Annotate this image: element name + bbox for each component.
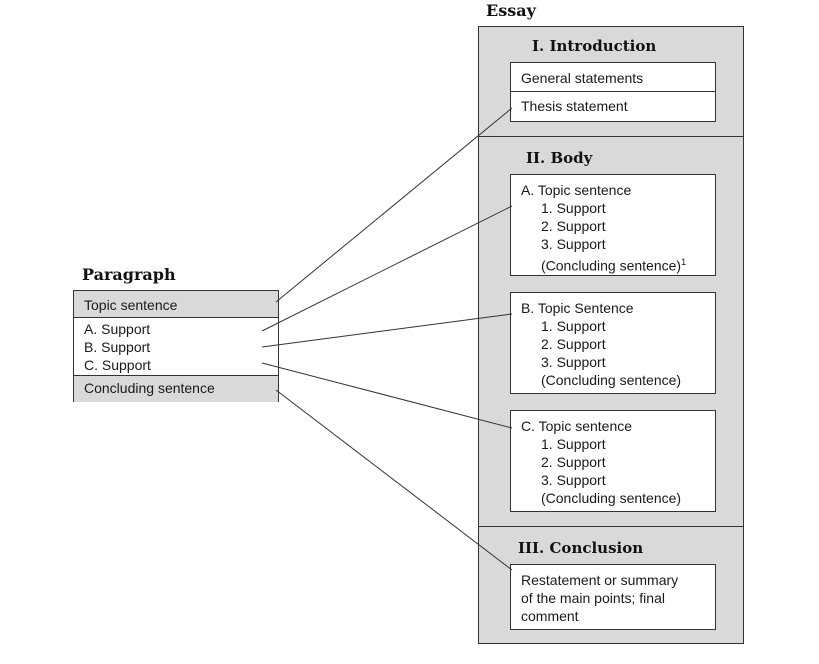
connector-topic-to-thesis [275,107,513,303]
paragraph-concluding-band [74,375,278,402]
body-a-support-3: 3. Support [541,236,606,252]
body-a-concluding: (Concluding sentence)1 [541,257,687,274]
connector-support-b-to-body-b [261,313,513,348]
conclusion-line-1: Restatement or summary [521,572,679,588]
body-b-concluding: (Concluding sentence) [541,372,682,388]
body-conclusion-divider [478,526,744,527]
paragraph-topic-band [74,291,278,318]
essay-title: Essay [486,1,536,20]
body-b-support-3: 3. Support [541,354,606,370]
body-section-c: C. Topic sentence 1. Support 2. Support … [510,410,716,512]
conclusion-line-3: comment [521,608,579,624]
body-b-topic: B. Topic Sentence [521,300,634,316]
body-c-support-3: 3. Support [541,472,606,488]
body-title: II. Body [526,149,593,167]
paragraph-support-a: A. Support [84,321,151,337]
paragraph-concluding-sentence: Concluding sentence [84,380,215,396]
body-section-b: B. Topic Sentence 1. Support 2. Support … [510,292,716,394]
body-a-support-2: 2. Support [541,218,606,234]
introduction-divider [511,91,715,92]
paragraph-topic-sentence: Topic sentence [84,297,178,313]
paragraph-box: Topic sentence A. Support B. Support C. … [73,290,279,402]
paragraph-support-b: B. Support [84,339,151,355]
body-c-topic: C. Topic sentence [521,418,633,434]
conclusion-title: III. Conclusion [518,539,644,557]
footnote-marker: 1 [681,257,687,267]
body-c-support-2: 2. Support [541,454,606,470]
body-a-topic: A. Topic sentence [521,182,632,198]
connector-concluding-to-conclusion [275,389,513,571]
connector-support-c-to-body-c [261,362,513,429]
thesis-statement: Thesis statement [521,98,628,114]
introduction-title: I. Introduction [532,37,657,55]
conclusion-line-2: of the main points; final [521,590,665,606]
paragraph-title: Paragraph [82,265,176,284]
body-section-a: A. Topic sentence 1. Support 2. Support … [510,174,716,276]
intro-body-divider [478,136,744,137]
body-c-support-1: 1. Support [541,436,606,452]
body-c-concluding: (Concluding sentence) [541,490,682,506]
conclusion-box: Restatement or summary of the main point… [510,564,716,630]
paragraph-support-c: C. Support [84,357,151,373]
body-b-support-1: 1. Support [541,318,606,334]
general-statements: General statements [521,70,644,86]
body-b-support-2: 2. Support [541,336,606,352]
body-a-support-1: 1. Support [541,200,606,216]
introduction-box: General statements Thesis statement [510,62,716,122]
connector-support-a-to-body-a [261,205,513,332]
